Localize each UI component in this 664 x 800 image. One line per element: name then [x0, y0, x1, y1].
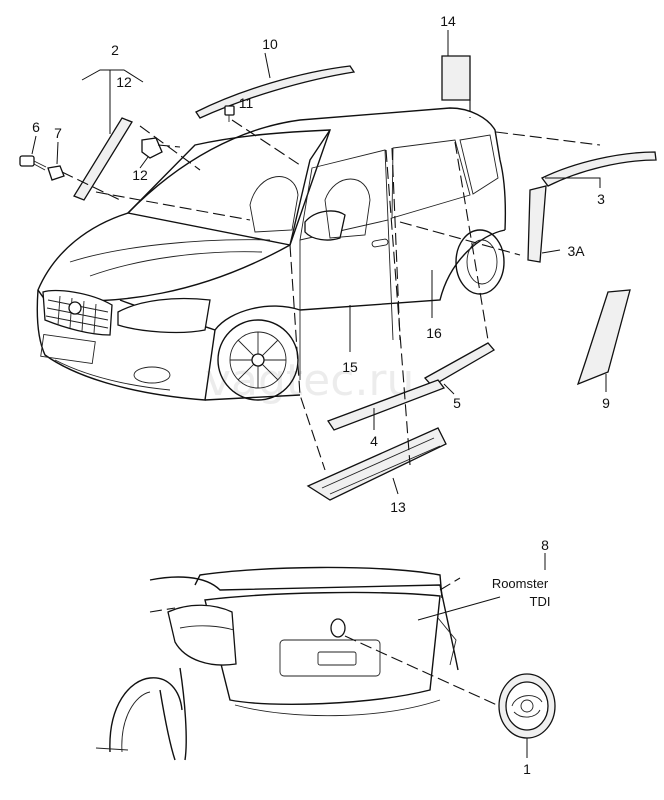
rear-pillar-trim-part — [527, 185, 547, 263]
c-pillar-piece-part — [576, 289, 631, 386]
car-rear-view — [95, 566, 509, 761]
clip-11-part — [224, 105, 235, 122]
front-door-moulding-part — [327, 379, 446, 431]
callout-14: 14 — [440, 13, 456, 29]
callout-16: 16 — [426, 325, 442, 341]
callout-3: 3 — [597, 191, 605, 207]
callout-13: 13 — [390, 499, 406, 515]
callout-12-clip: 12 — [132, 167, 148, 183]
callout-4: 4 — [370, 433, 378, 449]
car-front-view — [36, 107, 507, 401]
clip-12-part — [141, 137, 163, 159]
callout-5: 5 — [453, 395, 461, 411]
nut-part — [47, 165, 65, 181]
screw-part — [19, 155, 47, 171]
rear-door-moulding-part — [423, 342, 496, 387]
callout-2: 2 — [111, 42, 119, 58]
callout-10: 10 — [262, 36, 278, 52]
model-variant-lettering: TDI — [530, 594, 551, 609]
callout-11: 11 — [239, 95, 254, 111]
callout-8: 8 — [541, 537, 549, 553]
callout-7: 7 — [54, 125, 62, 141]
emblem-badge-part — [498, 673, 556, 739]
callout-9: 9 — [602, 395, 610, 411]
callout-12-top: 12 — [116, 74, 132, 90]
callout-1: 1 — [523, 761, 531, 777]
callout-6: 6 — [32, 119, 40, 135]
rear-door-outline — [391, 147, 401, 341]
a-pillar-trim-part — [73, 117, 133, 201]
roof-strip-part — [441, 55, 471, 101]
callout-15: 15 — [342, 359, 358, 375]
callout-3a: 3A — [567, 243, 585, 259]
sill-plate-part — [306, 427, 447, 501]
rear-roof-trim-part — [541, 151, 657, 187]
model-name-lettering: Roomster — [492, 576, 549, 591]
leader-lines — [31, 30, 607, 758]
roof-trim-part — [195, 65, 356, 119]
